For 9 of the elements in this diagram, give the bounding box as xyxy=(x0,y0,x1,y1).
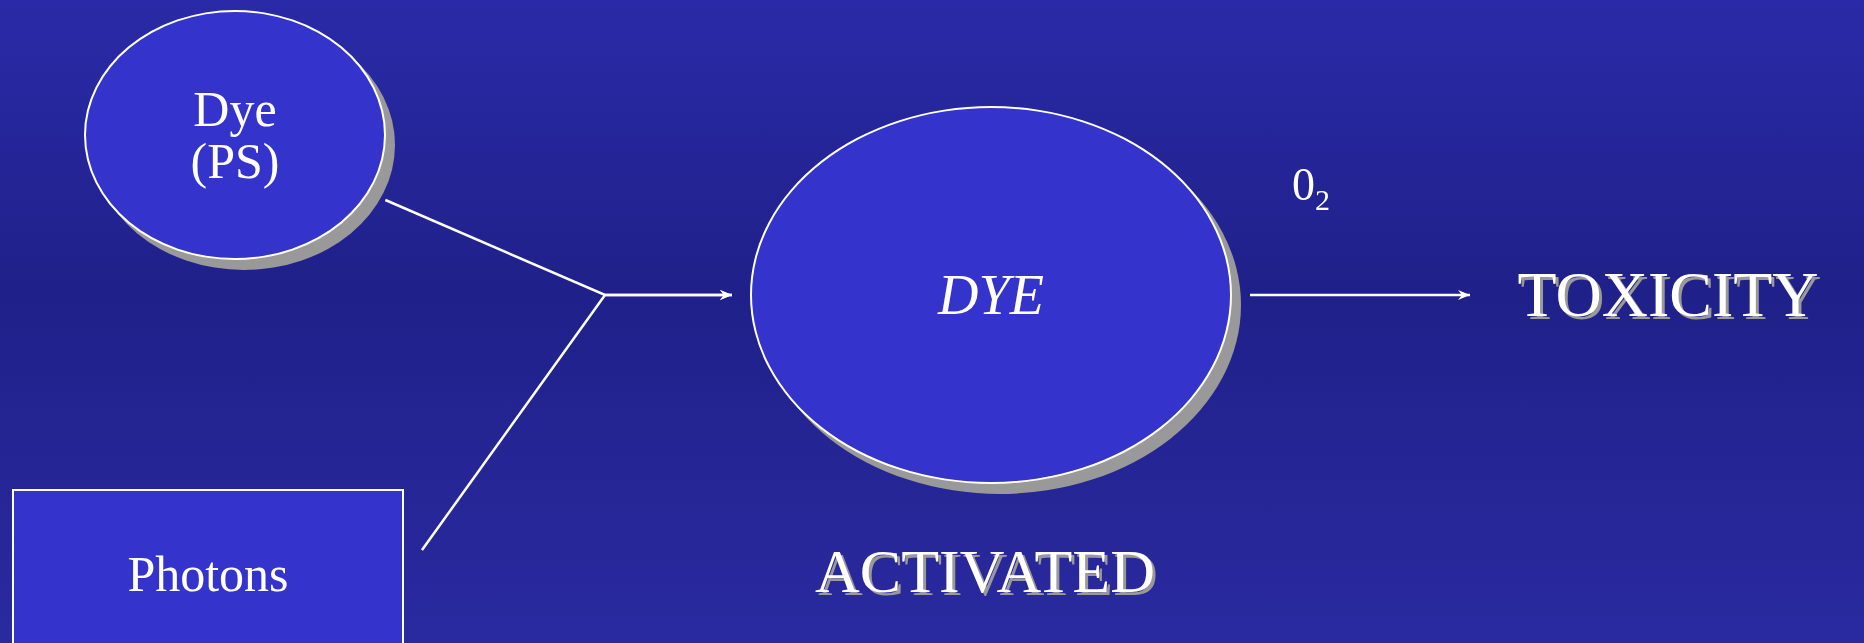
node-text: DYE xyxy=(938,265,1044,325)
node-text: Photons xyxy=(127,547,289,601)
node-text: Dye xyxy=(193,82,277,135)
arrow xyxy=(421,290,732,551)
node-text: TOXICITY xyxy=(1517,261,1819,329)
process-box xyxy=(12,489,404,643)
arrow xyxy=(1250,290,1470,300)
node-caption: ACTIVATED xyxy=(815,536,1155,607)
edge-label: 0$_{2}$ xyxy=(1292,158,1330,218)
